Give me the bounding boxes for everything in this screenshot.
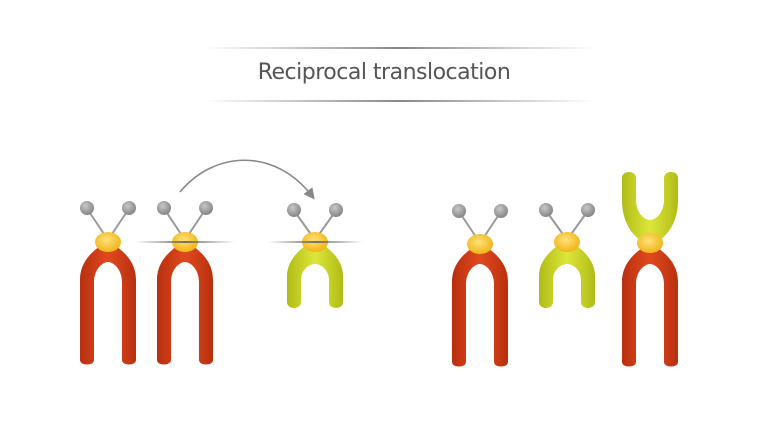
telomere-ball xyxy=(452,204,466,218)
centromere xyxy=(467,234,493,254)
chromosome-2-red-breaking xyxy=(135,201,235,365)
chromosome-1-red xyxy=(80,201,136,365)
chromosome-3-yellow-green-breaking xyxy=(268,203,363,308)
chromosome-4-red xyxy=(452,204,508,367)
curved-arrow-icon xyxy=(179,159,315,200)
chromosome-6-derivative xyxy=(622,172,678,367)
telomere-ball xyxy=(157,201,171,215)
centromere xyxy=(554,232,580,252)
chromosome-5-yellow-green xyxy=(539,203,595,308)
break-line xyxy=(268,241,363,243)
title-rule-bottom xyxy=(205,100,595,102)
telomere-ball xyxy=(539,203,553,217)
diagram-title: Reciprocal translocation xyxy=(257,60,511,85)
telomere-ball xyxy=(199,201,213,215)
telomere-ball xyxy=(581,203,595,217)
title-rule-top xyxy=(205,47,595,49)
telomere-ball xyxy=(287,203,301,217)
telomere-ball xyxy=(122,201,136,215)
telomere-ball xyxy=(494,204,508,218)
telomere-ball xyxy=(329,203,343,217)
telomere-ball xyxy=(80,201,94,215)
centromere xyxy=(637,233,663,253)
centromere xyxy=(95,232,121,252)
break-line xyxy=(135,241,235,243)
